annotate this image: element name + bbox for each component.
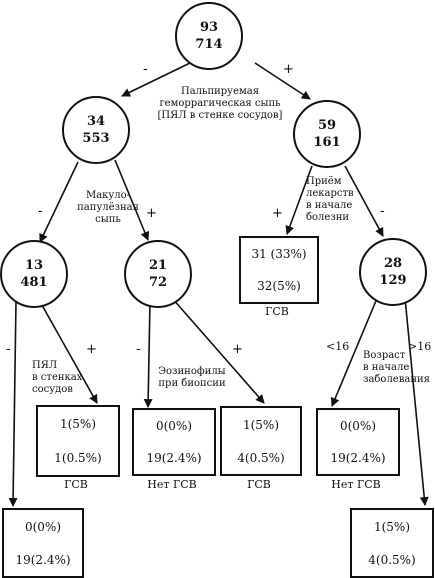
edge-left-lr: [114, 159, 150, 241]
node-left-top: 34: [86, 114, 106, 129]
leaf-lr-plus-b: 4(0.5%): [237, 450, 285, 465]
leaf-right-plus: 31 (33%) 32(5%): [239, 236, 319, 304]
node-left: 34 553: [62, 96, 130, 164]
leaf-right-plus-caption: ГСВ: [265, 305, 289, 318]
node-lr: 21 72: [124, 240, 192, 308]
label-rr-split: Возраст в начале заболевания: [363, 350, 433, 386]
leaf-right-plus-b: 32(5%): [257, 279, 301, 293]
label-root-split-line: Пальпируемая: [180, 86, 260, 97]
sign-root-left: -: [143, 62, 148, 77]
leaf-lr-plus: 1(5%) 4(0.5%): [220, 406, 302, 476]
leaf-rr-high-b: 4(0.5%): [368, 552, 416, 567]
node-rr-bottom: 129: [379, 273, 407, 288]
label-left-split-line: Макуло-: [85, 190, 131, 201]
node-ll-bottom: 481: [20, 275, 48, 290]
node-lr-bottom: 72: [148, 275, 168, 290]
sign-left-ll: -: [38, 204, 43, 219]
leaf-lr-minus-a: 0(0%): [155, 419, 193, 433]
label-left-split: Макуло- папулёзная сыпь: [68, 190, 148, 226]
edge-root-right: [254, 62, 311, 100]
leaf-rr-low-caption: Нет ГСВ: [331, 478, 381, 491]
label-rr-split-line: заболевания: [363, 374, 430, 385]
label-root-split-line: геморрагическая сыпь: [159, 98, 281, 109]
label-right-split-line: лекарств: [306, 188, 354, 199]
sign-rr-high: >16: [408, 340, 432, 353]
sign-right-plus: +: [272, 206, 283, 221]
edge-lr-minus: [143, 301, 153, 408]
edge-left-ll: [39, 161, 79, 243]
sign-ll-minus: -: [6, 342, 11, 357]
edge-lr-plus: [171, 297, 265, 404]
sign-ll-plus: +: [86, 342, 97, 357]
label-ll-split-line: ПЯЛ: [32, 360, 58, 371]
label-lr-split: Эозинофилы при биопсии: [152, 366, 232, 390]
label-ll-split-line: сосудов: [32, 384, 73, 395]
node-root-top: 93: [199, 20, 219, 35]
node-ll-top: 13: [24, 258, 44, 273]
leaf-lr-plus-caption: ГСВ: [247, 478, 271, 491]
label-right-split-line: Приём: [306, 176, 342, 187]
leaf-rr-low-b: 19(2.4%): [330, 451, 386, 465]
leaf-ll-plus-caption: ГСВ: [64, 478, 88, 491]
node-right-top: 59: [317, 118, 337, 133]
edge-ll-minus: [8, 301, 18, 507]
label-right-split-line: болезни: [306, 212, 350, 223]
leaf-lr-minus: 0(0%) 19(2.4%): [132, 408, 216, 476]
label-left-split-line: сыпь: [95, 214, 121, 225]
leaf-rr-high-a: 1(5%): [373, 519, 411, 534]
leaf-ll-minus: 0(0%) 19(2.4%): [2, 508, 84, 578]
sign-lr-plus: +: [232, 342, 243, 357]
label-lr-split-line: Эозинофилы: [158, 366, 226, 377]
label-right-split-line: в начале: [306, 200, 353, 211]
node-rr-top: 28: [383, 256, 403, 271]
node-root: 93 714: [175, 2, 243, 70]
node-lr-top: 21: [148, 258, 168, 273]
leaf-ll-plus: 1(5%) 1(0.5%): [36, 405, 120, 477]
leaf-rr-low: 0(0%) 19(2.4%): [316, 408, 400, 476]
node-right: 59 161: [293, 100, 361, 168]
node-rr: 28 129: [359, 238, 427, 306]
node-right-bottom: 161: [313, 135, 341, 150]
leaf-lr-minus-b: 19(2.4%): [146, 451, 202, 465]
label-left-split-line: папулёзная: [77, 202, 139, 213]
edge-rr-high: [404, 297, 429, 506]
edge-right-rr: [344, 165, 384, 237]
label-root-split-line: [ПЯЛ в стенке сосудов]: [157, 110, 283, 121]
node-root-bottom: 714: [195, 37, 223, 52]
leaf-lr-minus-caption: Нет ГСВ: [147, 478, 197, 491]
leaf-lr-plus-a: 1(5%): [242, 417, 280, 432]
leaf-rr-low-a: 0(0%): [339, 419, 377, 433]
leaf-rr-high: 1(5%) 4(0.5%): [350, 508, 434, 578]
node-ll: 13 481: [0, 240, 68, 308]
leaf-ll-minus-a: 0(0%): [24, 519, 62, 534]
leaf-ll-plus-a: 1(5%): [59, 417, 97, 431]
sign-lr-minus: -: [136, 342, 141, 357]
label-rr-split-line: в начале: [363, 362, 410, 373]
sign-left-lr: +: [146, 206, 157, 221]
edge-rr-low: [330, 295, 379, 407]
leaf-ll-plus-b: 1(0.5%): [54, 451, 102, 465]
sign-root-right: +: [283, 62, 294, 77]
sign-rr-low: <16: [326, 340, 350, 353]
sign-right-rr: -: [380, 204, 385, 219]
label-root-split: Пальпируемая геморрагическая сыпь [ПЯЛ в…: [140, 86, 300, 122]
leaf-ll-minus-b: 19(2.4%): [15, 552, 71, 567]
label-rr-split-line: Возраст: [363, 350, 406, 361]
edge-right-plus: [285, 165, 313, 235]
label-right-split: Приём лекарств в начале болезни: [306, 176, 376, 224]
node-left-bottom: 553: [82, 131, 110, 146]
label-ll-split-line: в стенках: [32, 372, 83, 383]
leaf-right-plus-a: 31 (33%): [251, 247, 307, 261]
edge-root-left: [121, 62, 191, 97]
label-ll-split: ПЯЛ в стенках сосудов: [32, 360, 102, 396]
edge-ll-plus: [37, 297, 98, 404]
label-lr-split-line: при биопсии: [158, 378, 226, 389]
